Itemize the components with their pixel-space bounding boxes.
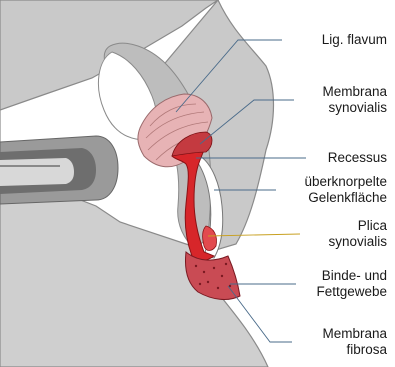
label-plica-synovialis-line1: Plica	[328, 218, 387, 234]
label-lig-flavum: Lig. flavum	[322, 32, 387, 48]
label-membrana-synovialis: Membrana synovialis	[322, 84, 387, 116]
label-binde-fettgewebe-line1: Binde- und	[316, 268, 387, 284]
left-shaft	[0, 136, 118, 204]
label-recessus-text: Recessus	[328, 150, 387, 166]
label-membrana-fibrosa: Membrana fibrosa	[322, 326, 387, 358]
label-gelenkflaeche: überknorpelte Gelenkfläche	[304, 174, 387, 206]
label-lig-flavum-text: Lig. flavum	[322, 32, 387, 48]
label-binde-fettgewebe-line2: Fettgewebe	[316, 284, 387, 300]
label-recessus: Recessus	[328, 150, 387, 166]
label-plica-synovialis-line2: synovialis	[328, 234, 387, 250]
label-membrana-synovialis-line2: synovialis	[322, 100, 387, 116]
label-gelenkflaeche-line2: Gelenkfläche	[304, 190, 387, 206]
label-membrana-fibrosa-line1: Membrana	[322, 326, 387, 342]
label-membrana-synovialis-line1: Membrana	[322, 84, 387, 100]
label-gelenkflaeche-line1: überknorpelte	[304, 174, 387, 190]
label-membrana-fibrosa-line2: fibrosa	[322, 342, 387, 358]
label-plica-synovialis: Plica synovialis	[328, 218, 387, 250]
label-binde-fettgewebe: Binde- und Fettgewebe	[316, 268, 387, 300]
